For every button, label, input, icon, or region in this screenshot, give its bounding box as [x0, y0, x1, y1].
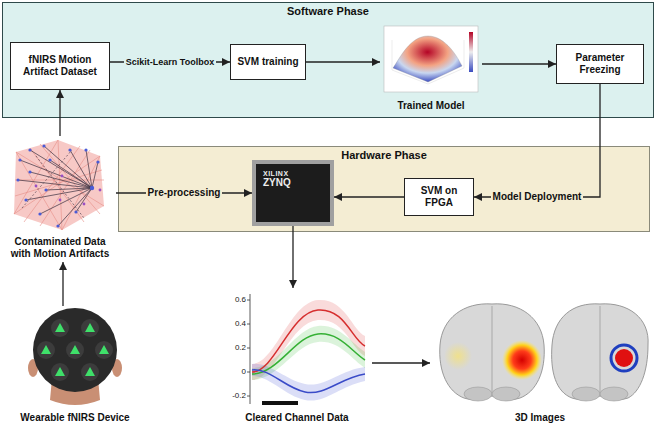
connector-arrow [474, 84, 600, 197]
connector-arrow [334, 196, 404, 197]
brain-render [440, 304, 648, 401]
connector-arrow [62, 262, 63, 306]
axis-tick-label: 0.2 [224, 344, 246, 352]
connector-arrow [306, 61, 380, 62]
connector-arrow [372, 362, 430, 363]
chip-brand: XILINX [263, 170, 289, 177]
axis-tick-label: -0.2 [224, 392, 246, 400]
axis-tick-label: 0 [224, 368, 246, 376]
device-image: Wearable fNIRS Device [10, 306, 140, 426]
edge-label: Pre-processing [146, 187, 223, 199]
process-box: Parameter Freezing [556, 44, 644, 84]
node-label: 3D Images [515, 412, 565, 424]
process-box: SVM training [230, 44, 306, 80]
artifact-mesh [14, 140, 104, 230]
surface-plot [384, 26, 478, 92]
connector-arrow [59, 90, 60, 136]
node-label: SVM on FPGA [410, 185, 468, 209]
axis-tick-label: 0.6 [224, 296, 246, 304]
data-image: Contaminated Data with Motion Artifacts [4, 136, 116, 262]
node-label: Parameter Freezing [562, 52, 638, 76]
phase-title: Software Phase [3, 3, 653, 18]
connector-arrow [292, 226, 293, 288]
node-label: Cleared Channel Data [245, 412, 348, 424]
process-box: fNIRS Motion Artifact Dataset [10, 42, 110, 90]
chart-image: Cleared Channel Data [222, 288, 372, 426]
process-box: SVM on FPGA [404, 178, 474, 216]
node-label: Trained Model [397, 100, 464, 112]
connector-arrow [482, 63, 556, 64]
node-label: SVM training [237, 56, 298, 68]
head-illustration [28, 308, 122, 405]
signal-chart [247, 294, 365, 405]
model-plot: Trained Model [380, 24, 482, 114]
node-label: fNIRS Motion Artifact Dataset [16, 54, 104, 78]
edge-label: Model Deployment [491, 191, 584, 203]
edge-label: Scikit-Learn Toolbox [124, 57, 216, 68]
fpga-chip: XILINXZYNQ [252, 160, 334, 226]
node-label: Wearable fNIRS Device [20, 412, 129, 424]
node-label: Contaminated Data with Motion Artifacts [4, 236, 116, 260]
chip-logo: ZYNQ [263, 177, 291, 188]
phase-title: Hardware Phase [119, 147, 649, 162]
axis-tick-label: 0.4 [224, 320, 246, 328]
phase-band: Software Phase fNIRS Motion Artifact Data… [2, 2, 654, 118]
brain-image: 3D Images [430, 300, 650, 426]
